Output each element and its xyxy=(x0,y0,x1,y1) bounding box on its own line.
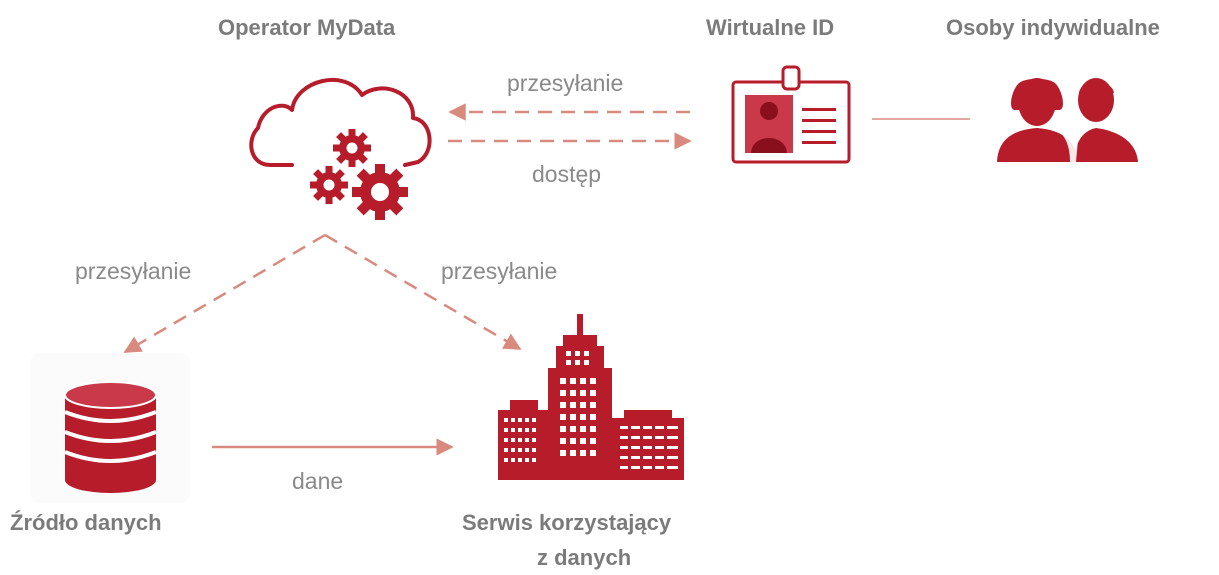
individuals-title: Osoby indywidualne xyxy=(946,15,1160,40)
people-icon xyxy=(997,78,1138,162)
edge-operator-to-service xyxy=(324,233,522,351)
id-badge-icon xyxy=(731,65,851,164)
virtual-id-title: Wirtualne ID xyxy=(706,15,835,40)
service-title-line2: z danych xyxy=(537,545,632,570)
cloud-outline xyxy=(249,78,432,167)
gear-large-icon xyxy=(352,164,408,220)
edge-label-operator-to-source: przesyłanie xyxy=(75,258,192,284)
operator-title: Operator MyData xyxy=(218,15,396,40)
edge-label-operator-to-id: dostęp xyxy=(532,161,602,187)
office-buildings-icon xyxy=(498,314,684,480)
edge-label-operator-to-service: przesyłanie xyxy=(441,258,558,284)
edge-label-id-to-operator: przesyłanie xyxy=(507,70,624,96)
database-icon xyxy=(30,353,190,503)
cloud-gears-icon xyxy=(249,78,432,220)
gear-small-left-icon xyxy=(310,166,348,204)
edge-label-source-to-service: dane xyxy=(292,468,344,494)
edge-operator-to-source xyxy=(123,233,326,354)
gear-small-top-icon xyxy=(333,129,371,167)
service-title-line1: Serwis korzystający xyxy=(462,510,672,535)
data-source-title: Źródło danych xyxy=(10,510,162,535)
